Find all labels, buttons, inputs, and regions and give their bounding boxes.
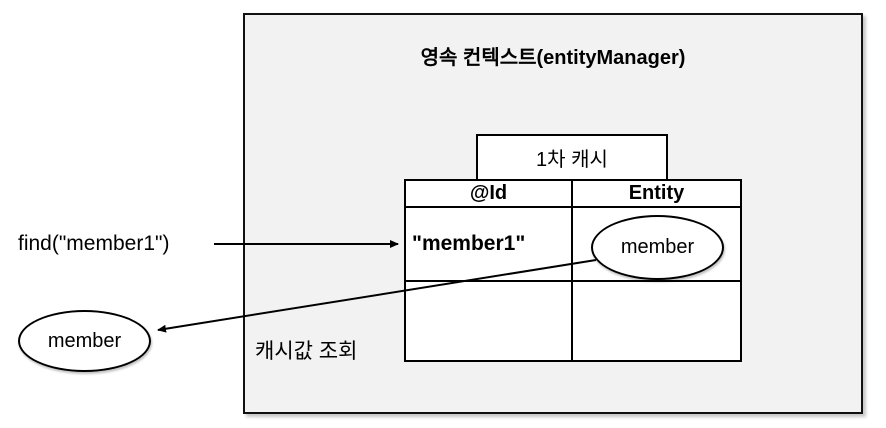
table-header-entity: Entity <box>573 181 740 208</box>
table-header-id: @Id <box>406 181 573 208</box>
entity-member-label: member <box>620 236 695 258</box>
table-cell-entity-row1 <box>573 208 740 282</box>
cache-lookup-label: 캐시값 조회 <box>255 340 358 363</box>
entity-member-ellipse: member <box>591 215 724 280</box>
returned-member-label: member <box>47 329 122 352</box>
find-call-label: find("member1") <box>18 232 170 255</box>
table-cell-id-row1: "member1" <box>406 208 573 282</box>
returned-member-ellipse: member <box>18 310 151 372</box>
first-level-cache-box: 1차 캐시 <box>476 134 668 181</box>
table-cell-entity-row2 <box>573 282 740 360</box>
first-level-cache-label: 1차 캐시 <box>536 149 608 171</box>
persistence-context-title: 영속 컨텍스트(entityManager) <box>420 47 686 69</box>
table-cell-id-row2 <box>406 282 573 360</box>
